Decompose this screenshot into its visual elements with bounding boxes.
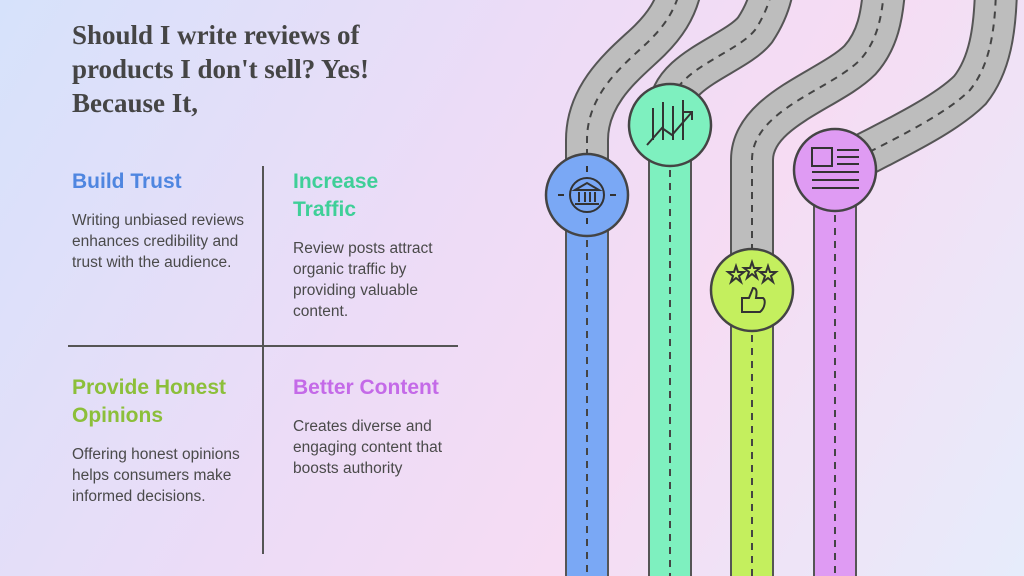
card-body: Review posts attract organic traffic by …: [293, 240, 433, 320]
page-title: Should I write reviews of products I don…: [72, 20, 370, 118]
card-body: Writing unbiased reviews enhances credib…: [72, 212, 245, 271]
road-lime: [730, 289, 774, 576]
card-provide-honest-opinions: Provide Honest Opinions Offering honest …: [72, 374, 247, 507]
stars-thumbs-up-icon: [709, 247, 795, 333]
road-purple: [813, 169, 857, 576]
card-body: Creates diverse and engaging content tha…: [293, 418, 443, 477]
horizontal-divider: [68, 345, 458, 347]
card-build-trust: Build Trust Writing unbiased reviews enh…: [72, 168, 247, 273]
card-heading: Better Content: [293, 376, 439, 399]
vertical-divider: [262, 166, 264, 554]
card-heading: Increase Traffic: [293, 170, 379, 221]
card-increase-traffic: Increase Traffic Review posts attract or…: [293, 168, 468, 322]
card-body: Offering honest opinions helps consumers…: [72, 446, 240, 505]
bank-icon: [544, 152, 630, 238]
road-green: [648, 124, 692, 576]
card-heading: Provide Honest Opinions: [72, 376, 227, 427]
card-better-content: Better Content Creates diverse and engag…: [293, 374, 463, 479]
card-heading: Build Trust: [72, 170, 182, 193]
growth-chart-icon: [627, 82, 713, 168]
colored-roads: [565, 124, 857, 576]
road-blue: [565, 194, 609, 576]
document-icon: [792, 127, 878, 213]
